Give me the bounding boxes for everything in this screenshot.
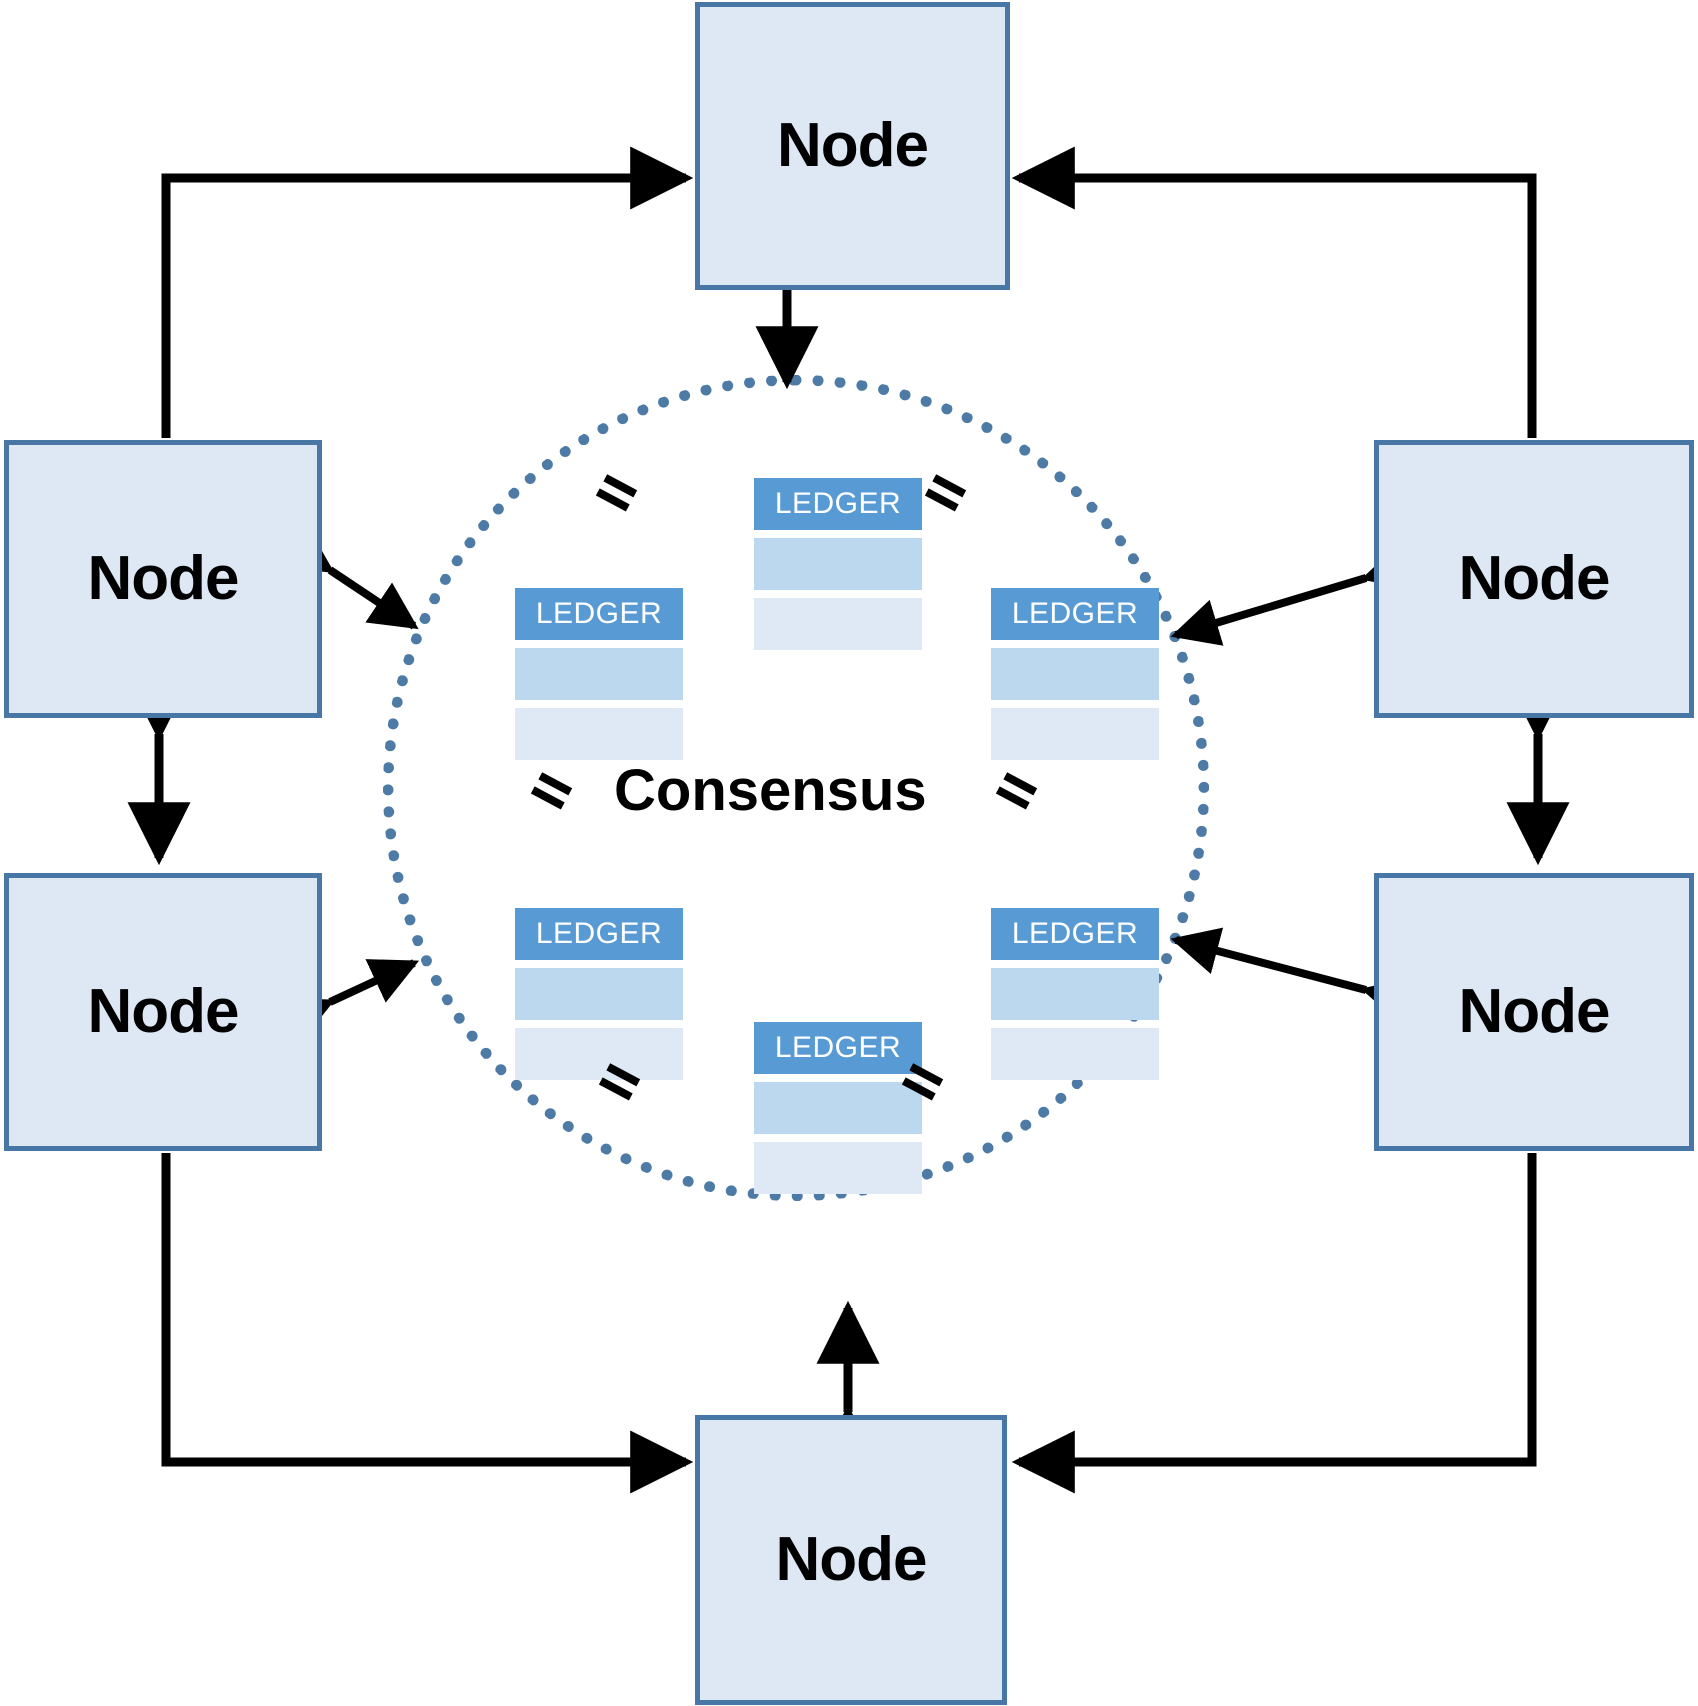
node-left-upper[interactable]: Node: [4, 440, 322, 718]
node-right-lower[interactable]: Node: [1374, 873, 1694, 1151]
node-label: Node: [87, 977, 240, 1046]
connector-rightupper-to-circle: [1170, 542, 1414, 646]
node-left-lower[interactable]: Node: [4, 873, 322, 1151]
ledger-lower-left[interactable]: LEDGER: [515, 908, 683, 1080]
node-label: Node: [1458, 977, 1611, 1046]
ledger-row-secondary: [754, 598, 922, 650]
node-label: Node: [775, 1525, 928, 1594]
node-top[interactable]: Node: [695, 2, 1010, 290]
connector-bottomright-elbow: [1011, 1153, 1537, 1494]
ledger-header: LEDGER: [991, 908, 1159, 960]
ledger-top[interactable]: LEDGER: [754, 478, 922, 650]
ledger-row-primary: [754, 1082, 922, 1134]
node-right-upper[interactable]: Node: [1374, 440, 1694, 718]
ledger-row-secondary: [991, 1028, 1159, 1080]
node-bottom[interactable]: Node: [695, 1415, 1007, 1705]
consensus-label: Consensus: [614, 758, 927, 823]
connector-topleft-elbow: [161, 146, 694, 438]
ledger-header: LEDGER: [754, 1022, 922, 1074]
node-label: Node: [777, 111, 929, 180]
node-label: Node: [87, 544, 240, 613]
connector-rightlower-to-circle: [1170, 927, 1414, 1025]
ledger-row-secondary: [991, 708, 1159, 760]
ledger-upper-left[interactable]: LEDGER: [515, 588, 683, 760]
ledger-upper-right[interactable]: LEDGER: [991, 588, 1159, 760]
ledger-row-primary: [991, 968, 1159, 1020]
connector-bottomleft-elbow: [161, 1153, 694, 1494]
ledger-row-secondary: [515, 708, 683, 760]
ledger-row-primary: [515, 968, 683, 1020]
ledger-row-primary: [754, 538, 922, 590]
connector-topright-elbow: [1011, 146, 1537, 438]
ledger-row-secondary: [754, 1142, 922, 1194]
ledger-header: LEDGER: [991, 588, 1159, 640]
ledger-row-secondary: [515, 1028, 683, 1080]
ledger-bottom[interactable]: LEDGER: [754, 1022, 922, 1194]
ledger-header: LEDGER: [515, 588, 683, 640]
connector-leftupper-to-circle: [281, 526, 419, 630]
ledger-row-primary: [515, 648, 683, 700]
ledger-header: LEDGER: [515, 908, 683, 960]
ledger-row-primary: [991, 648, 1159, 700]
ledger-header: LEDGER: [754, 478, 922, 530]
node-label: Node: [1458, 544, 1611, 613]
ledger-lower-right[interactable]: LEDGER: [991, 908, 1159, 1080]
connector-leftlower-to-circle: [281, 959, 420, 1042]
